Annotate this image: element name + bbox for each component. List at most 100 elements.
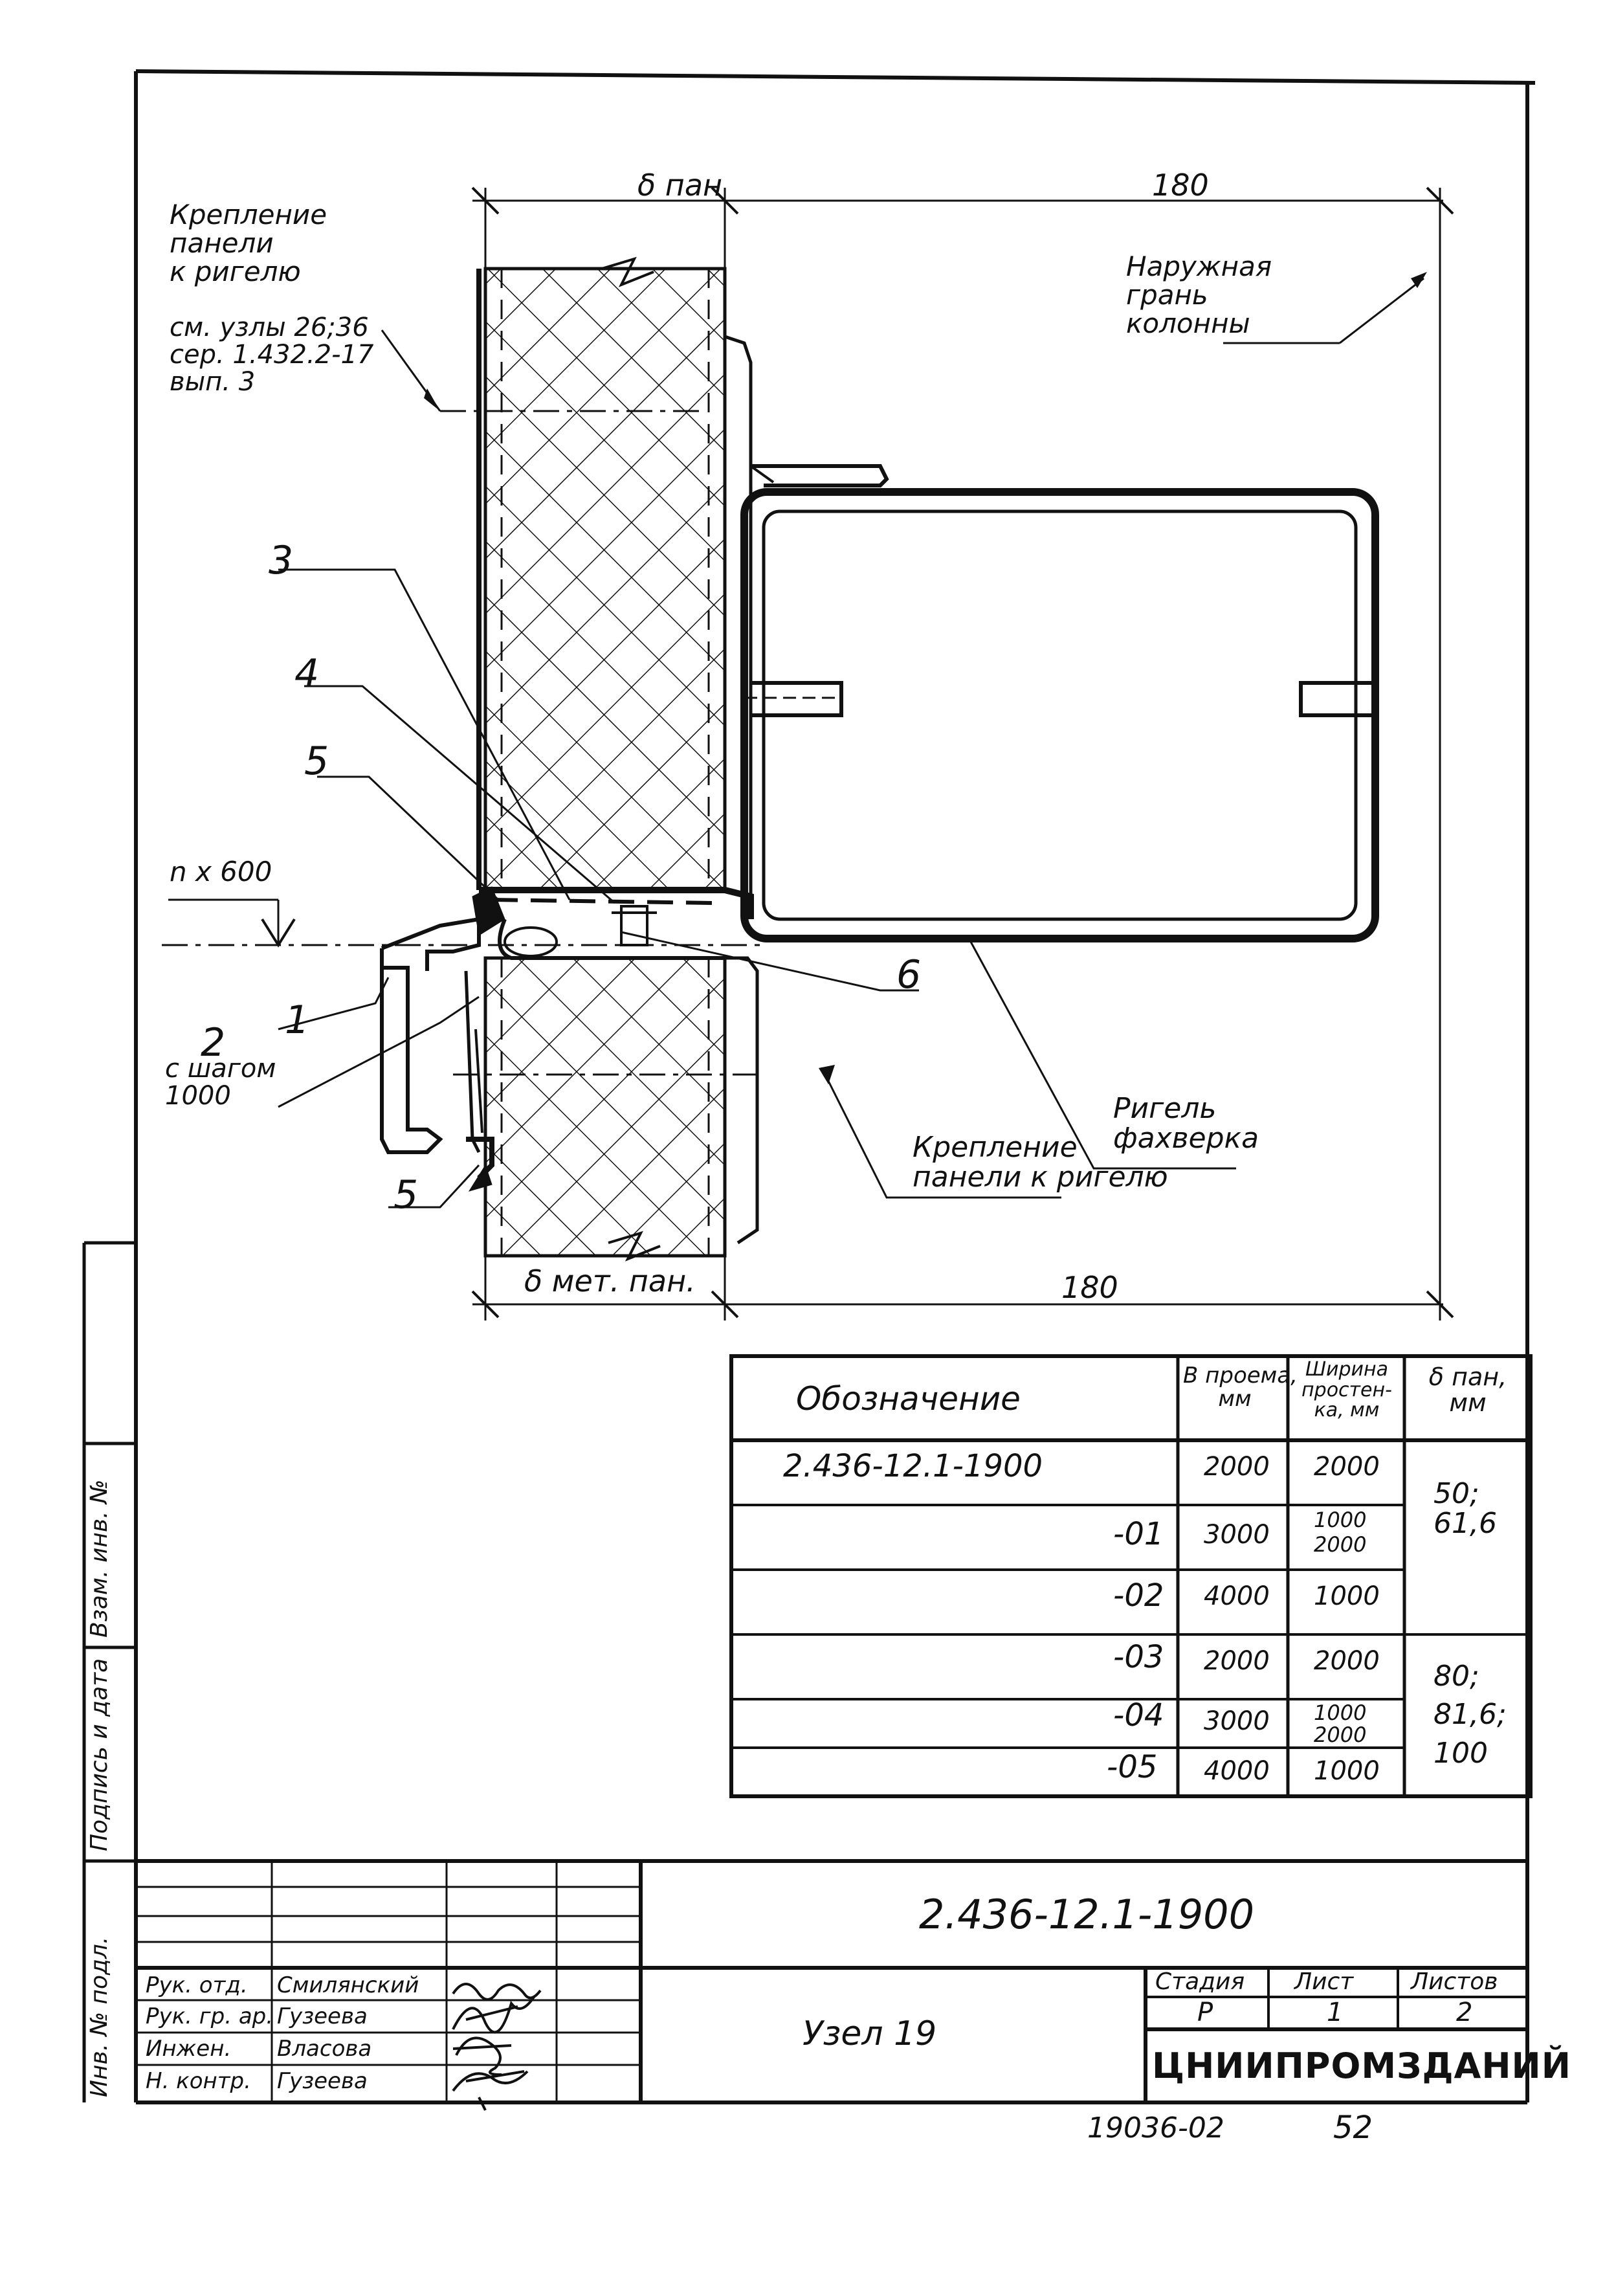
thickness-value: 61,6 (1433, 1507, 1497, 1541)
header-line: мм (1218, 1385, 1252, 1412)
header-line: мм (1449, 1388, 1487, 1417)
thickness-value: 50; (1433, 1477, 1479, 1510)
signer-role: Рук. гр. ар. (146, 2003, 274, 2029)
side-stamp-frame (82, 1241, 136, 2102)
label-line: Крепление (170, 199, 327, 230)
callout-2: 2 (201, 1020, 226, 1065)
doc-code: 2.436-12.1-1900 (919, 1891, 1255, 1938)
header-line: Ширина (1305, 1358, 1389, 1381)
spec-row-height: 2000 (1204, 1452, 1270, 1482)
title-block-grid (136, 1859, 1527, 2102)
callout-1: 1 (285, 998, 310, 1043)
label-fastening-top: Крепление панели к ригелю (170, 199, 327, 288)
label-beam: Ригель фахверка (1113, 1092, 1259, 1155)
panel-joint (472, 886, 754, 960)
side-stamp-vzam: Взам. инв. № (86, 1479, 113, 1638)
label-line: Крепление (913, 1131, 1078, 1164)
spec-row-width: 1000 (1314, 1756, 1380, 1786)
spec-row-code: -03 (1113, 1639, 1164, 1675)
dim-panel-thickness-bottom: δ мет. пан. (524, 1264, 696, 1298)
spec-table-grid (729, 1354, 1533, 1798)
spec-header-width: Ширина простен- ка, мм (1292, 1359, 1402, 1421)
signer-name: Власова (277, 2036, 372, 2062)
header-line: ка, мм (1314, 1399, 1380, 1421)
side-stamp-sign: Подпись и дата (86, 1658, 113, 1851)
sheets-label: Листов (1411, 1968, 1498, 1995)
spec-row-width: 1000 (1314, 1508, 1367, 1532)
label-step: с шагом 1000 (165, 1055, 276, 1109)
label-line: грань (1126, 279, 1208, 311)
signer-name: Гузеева (277, 2068, 368, 2094)
spec-row-width: 2000 (1314, 1722, 1367, 1747)
signer-role: Рук. отд. (146, 1972, 248, 1998)
header-line: B проема, (1183, 1363, 1298, 1388)
signer-name: Гузеева (277, 2003, 368, 2029)
label-n600: n x 600 (170, 856, 272, 887)
callout-3: 3 (269, 538, 294, 583)
panel-upper (476, 267, 727, 892)
dim-180-top: 180 (1152, 168, 1209, 203)
beam-section (740, 464, 1379, 942)
label-line: см. узлы 26;36 (170, 313, 369, 342)
spec-row-code: -02 (1113, 1577, 1164, 1614)
spec-row-width: 2000 (1314, 1646, 1380, 1676)
signer-name: Смилянский (277, 1972, 419, 1998)
label-line: Наружная (1126, 251, 1272, 282)
label-fastening-top-ref: см. узлы 26;36 сер. 1.432.2-17 вып. 3 (170, 314, 373, 396)
spec-header-designation: Обозначение (796, 1380, 1021, 1418)
label-line: сер. 1.432.2-17 (170, 340, 374, 370)
window-flashing (380, 917, 494, 1192)
label-line: панели к ригелю (913, 1161, 1168, 1194)
callout-4: 4 (294, 651, 320, 697)
spec-row-width: 2000 (1314, 1452, 1380, 1482)
label-outer-face: Наружная грань колонны (1126, 252, 1272, 338)
header-line: простен- (1301, 1378, 1392, 1401)
archive-number: 19036-02 (1087, 2112, 1224, 2145)
spec-row-height: 4000 (1204, 1756, 1270, 1786)
signer-role: Инжен. (146, 2036, 232, 2062)
signature-marks (452, 1983, 542, 2111)
spec-row-code: -05 (1107, 1749, 1158, 1785)
label-line: Ригель (1113, 1092, 1217, 1125)
callout-5-top: 5 (304, 739, 329, 784)
header-line: δ пан, (1428, 1363, 1507, 1391)
spec-thickness-group-1: 50; 61,6 (1433, 1477, 1497, 1541)
sheet-label: Лист (1294, 1968, 1354, 1995)
spec-row-code: 2.436-12.1-1900 (783, 1448, 1043, 1484)
label-line: фахверка (1113, 1122, 1259, 1155)
spec-row-code: -04 (1113, 1697, 1164, 1733)
spec-row-width: 2000 (1314, 1532, 1367, 1557)
thickness-value: 100 (1433, 1736, 1488, 1770)
label-line: к ригелю (170, 256, 301, 288)
label-line: 1000 (165, 1081, 231, 1111)
dim-panel-thickness-top: δ пан (637, 168, 723, 203)
signer-role: Н. контр. (146, 2068, 251, 2094)
thickness-value: 80; (1433, 1660, 1479, 1693)
stage-value: Р (1197, 1998, 1213, 2027)
sheets-value: 2 (1456, 1998, 1473, 2027)
stage-label: Стадия (1155, 1968, 1245, 1995)
node-title: Узел 19 (802, 2014, 937, 2053)
thickness-value: 81,6; (1433, 1698, 1507, 1732)
spec-row-height: 2000 (1204, 1646, 1270, 1676)
spec-row-width: 1000 (1314, 1700, 1367, 1725)
spec-row-code: -01 (1113, 1516, 1164, 1552)
sheet-frame (134, 69, 1536, 2104)
callout-6: 6 (896, 952, 922, 998)
spec-header-thickness: δ пан, мм (1410, 1363, 1526, 1417)
spec-row-height: 3000 (1204, 1706, 1270, 1736)
spec-thickness-group-2: 80; 81,6; 100 (1433, 1657, 1507, 1772)
dimensions (162, 186, 1454, 1321)
spec-row-width: 1000 (1314, 1581, 1380, 1611)
spec-row-height: 4000 (1204, 1581, 1270, 1611)
spec-row-height: 3000 (1204, 1520, 1270, 1550)
spec-header-height: B проема, мм (1183, 1363, 1298, 1412)
label-line: панели (170, 227, 274, 260)
label-line: вып. 3 (170, 367, 256, 397)
label-line: с шагом (165, 1054, 276, 1084)
leaders (168, 277, 1424, 1209)
organization-name: ЦНИИПРОМЗДАНИЙ (1152, 2045, 1571, 2086)
panel-lower (483, 956, 727, 1258)
